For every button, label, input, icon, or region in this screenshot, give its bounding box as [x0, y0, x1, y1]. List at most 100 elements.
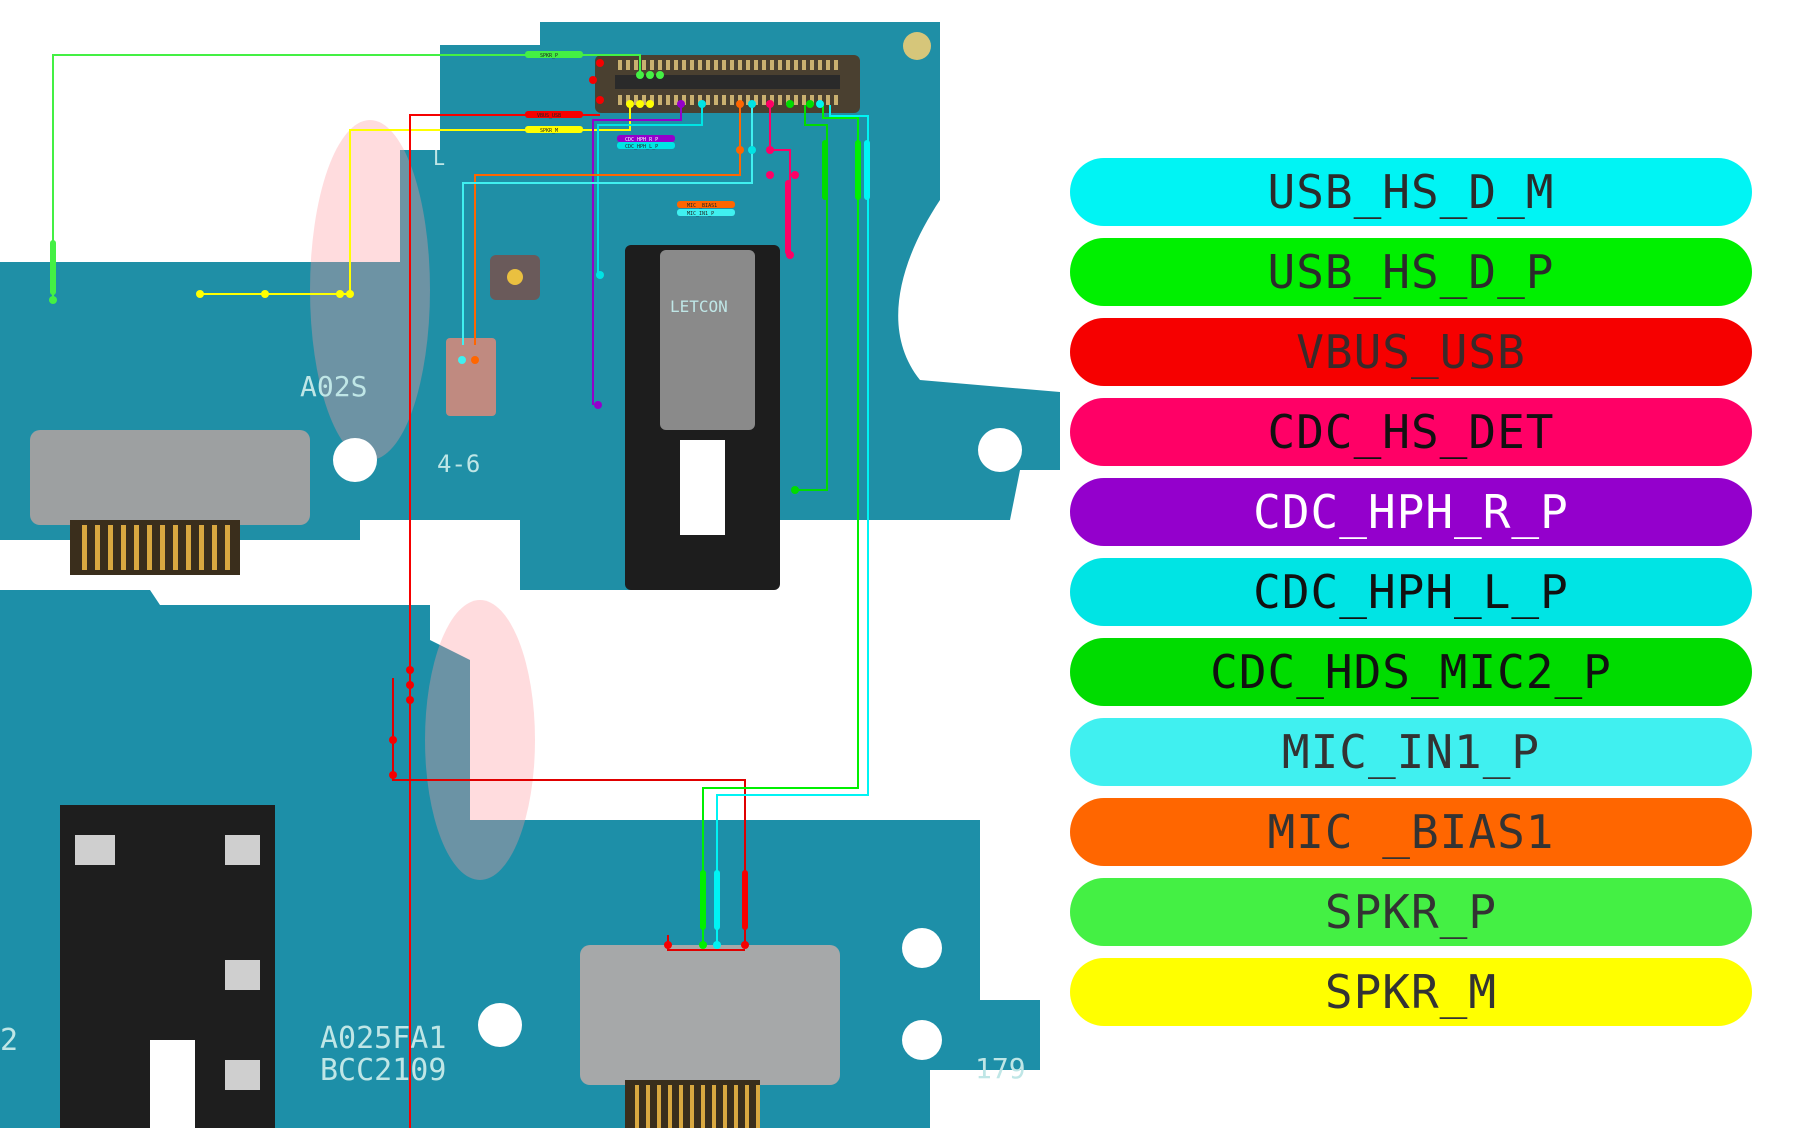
jack-brand-label: LETCON — [670, 297, 728, 316]
trace-vbus-loop — [667, 935, 745, 951]
net-dot — [816, 100, 824, 108]
btb-pin — [706, 95, 710, 105]
btb-pin — [634, 60, 638, 70]
net-dot — [389, 771, 397, 779]
net-dot — [471, 356, 479, 364]
trace-spkr-p — [52, 54, 641, 300]
btb-pin — [714, 95, 718, 105]
trace-hph-r — [592, 105, 682, 405]
btb-pin — [754, 60, 758, 70]
net-dot — [596, 271, 604, 279]
usb-gold-pin — [95, 525, 100, 570]
net-dot — [736, 146, 744, 154]
net-dot — [589, 76, 597, 84]
net-dot — [594, 401, 602, 409]
net-test-points — [49, 59, 824, 949]
net-dot — [406, 696, 414, 704]
antenna-connector-center — [507, 269, 523, 285]
usb-gold-pin — [147, 525, 152, 570]
jack-contact — [225, 835, 260, 865]
btb-pin — [658, 60, 662, 70]
btb-pin — [810, 95, 814, 105]
usb-c-connector-bottom — [580, 945, 840, 1085]
legend-item-cdc-hph-r-p: CDC_HPH_R_P — [1070, 478, 1752, 546]
btb-connector-core — [615, 75, 840, 89]
legend-item-usb-hs-d-m: USB_HS_D_M — [1070, 158, 1752, 226]
btb-pin — [666, 60, 670, 70]
mounting-hole — [902, 928, 942, 968]
usb-c-gold-pins — [82, 525, 230, 570]
trace-tags: SPKR_P SPKR_M VBUS_USB CDC_HPH_R_P CDC_H… — [50, 51, 870, 930]
usb-c-connector-top — [30, 430, 310, 525]
jack-plug-slot — [680, 440, 725, 535]
trace-hph-l — [597, 105, 703, 275]
tag-hph-l: CDC_HPH_L_P — [625, 144, 658, 150]
btb-pin — [714, 60, 718, 70]
btb-pin — [706, 60, 710, 70]
legend-item-cdc-hs-det: CDC_HS_DET — [1070, 398, 1752, 466]
btb-pin — [762, 95, 766, 105]
net-dot — [626, 100, 634, 108]
btb-pin — [690, 60, 694, 70]
btb-pin — [730, 60, 734, 70]
silk-mark-l: L — [433, 146, 445, 170]
net-dot — [636, 100, 644, 108]
btb-pin — [794, 60, 798, 70]
tag-hph-r: CDC_HPH_R_P — [625, 137, 658, 143]
legend-item-cdc-hds-mic2-p: CDC_HDS_MIC2_P — [1070, 638, 1752, 706]
legend-item-mic-bias1: MIC _BIAS1 — [1070, 798, 1752, 866]
btb-pin — [658, 95, 662, 105]
silk-code-top: 4-6 — [437, 450, 480, 478]
usb-gold-pin — [160, 525, 165, 570]
btb-pin — [746, 60, 750, 70]
usb-gold-pin — [82, 525, 87, 570]
btb-pin — [642, 60, 646, 70]
btb-pin — [626, 60, 630, 70]
usb-gold-pin — [679, 1085, 683, 1128]
btb-pin — [642, 95, 646, 105]
btb-pin — [834, 60, 838, 70]
usb-gold-pin — [199, 525, 204, 570]
usb-gold-pin — [134, 525, 139, 570]
usb-gold-pin — [108, 525, 113, 570]
silk-model-top: A02S — [300, 370, 367, 403]
tag-vbus: VBUS_USB — [537, 113, 561, 119]
pcb-board-diagram: LETCON A02S 4-6 L A025FA1 BCC2109 179 2 — [0, 22, 1060, 1128]
net-dot — [656, 71, 664, 79]
fiducial — [903, 32, 931, 60]
btb-pin — [794, 95, 798, 105]
btb-pin — [754, 95, 758, 105]
mounting-hole — [902, 1020, 942, 1060]
net-dot — [786, 251, 794, 259]
net-dot — [596, 96, 604, 104]
usb-gold-pin — [712, 1085, 716, 1128]
trace-spkr-m — [200, 105, 631, 295]
net-dot — [458, 356, 466, 364]
silk-edge-number: 2 — [0, 1023, 18, 1058]
net-dot — [346, 290, 354, 298]
usb-gold-pin — [701, 1085, 705, 1128]
net-dot — [748, 146, 756, 154]
usb-gold-pin — [668, 1085, 672, 1128]
btb-pin — [722, 95, 726, 105]
btb-pin — [810, 60, 814, 70]
trace-usb-dp — [702, 105, 859, 945]
net-dot — [636, 71, 644, 79]
btb-pin — [770, 60, 774, 70]
net-dot — [698, 100, 706, 108]
btb-pin — [778, 95, 782, 105]
tag-spkr-m: SPKR_M — [540, 128, 558, 134]
btb-pin — [674, 60, 678, 70]
jack-slot — [150, 1040, 195, 1128]
btb-pin — [746, 95, 750, 105]
usb-gold-pin — [186, 525, 191, 570]
btb-pin — [650, 95, 654, 105]
net-dot — [766, 100, 774, 108]
btb-pin — [618, 60, 622, 70]
usb-c-gold-pins-bottom — [635, 1085, 760, 1128]
microphone — [446, 338, 496, 416]
net-dot — [791, 171, 799, 179]
usb-gold-pin — [646, 1085, 650, 1128]
jack-contact — [75, 835, 115, 865]
watermark-shape — [310, 120, 430, 460]
